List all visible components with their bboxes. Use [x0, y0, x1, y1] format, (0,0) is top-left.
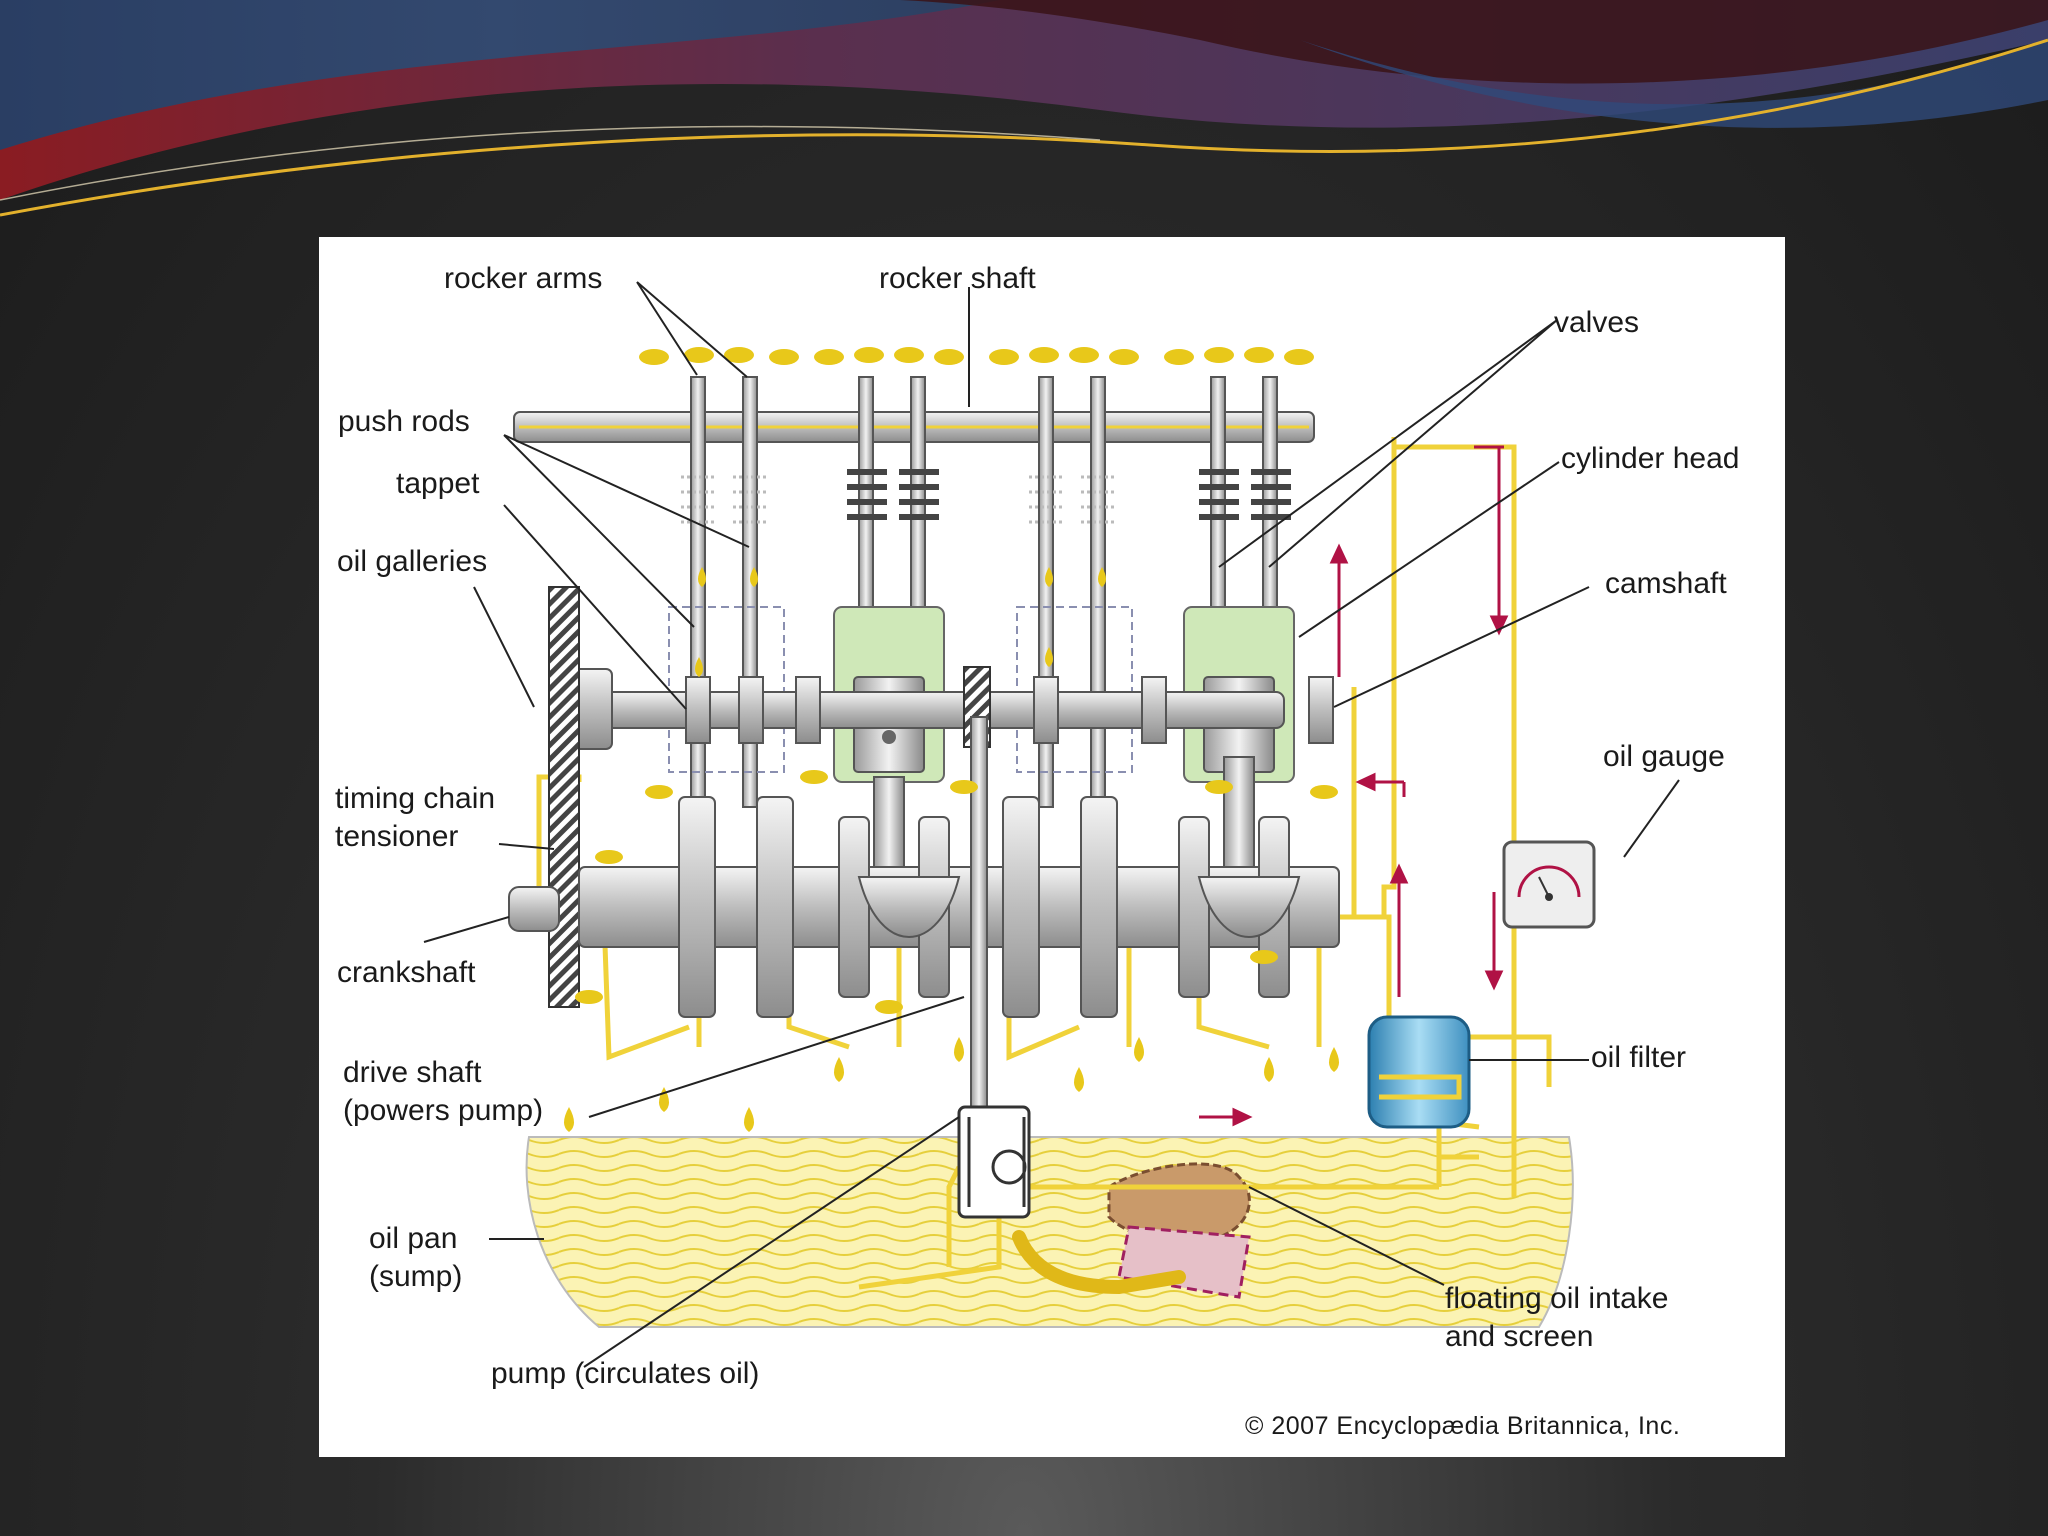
label-rocker-arms: rocker arms	[444, 260, 602, 298]
label-cylinder-head: cylinder head	[1561, 440, 1739, 478]
oil-filter-canister	[1369, 1017, 1469, 1127]
slide-header-banner	[0, 0, 2048, 240]
label-floating-oil-intake: floating oil intake	[1445, 1280, 1668, 1318]
label-oil-filter: oil filter	[1591, 1039, 1686, 1077]
oil-pan	[527, 1137, 1573, 1327]
cylinders	[834, 607, 1294, 877]
label-push-rods: push rods	[338, 403, 470, 441]
label-and-screen: and screen	[1445, 1318, 1593, 1356]
label-rocker-shaft: rocker shaft	[879, 260, 1036, 298]
label-oil-gauge: oil gauge	[1603, 738, 1725, 776]
label-oil-pan: oil pan	[369, 1220, 457, 1258]
crankshaft-body	[509, 797, 1339, 1017]
engine-lubrication-diagram: rocker arms rocker shaft valves push rod…	[319, 237, 1785, 1457]
label-powers-pump: (powers pump)	[343, 1092, 543, 1130]
oil-gauge-dial	[1504, 842, 1594, 927]
label-tappet: tappet	[396, 465, 479, 503]
label-sump: (sump)	[369, 1258, 462, 1296]
label-valves: valves	[1554, 304, 1639, 342]
label-pump: pump (circulates oil)	[491, 1355, 759, 1393]
label-drive-shaft: drive shaft	[343, 1054, 481, 1092]
copyright-notice: © 2007 Encyclopædia Britannica, Inc.	[1245, 1407, 1680, 1445]
engine-illustration	[319, 237, 1785, 1457]
timing-chain	[549, 587, 579, 1007]
label-timing-chain: timing chain	[335, 780, 495, 818]
label-crankshaft: crankshaft	[337, 954, 475, 992]
camshaft-body	[564, 692, 1284, 728]
drive-shaft	[971, 717, 987, 1137]
label-camshaft: camshaft	[1605, 565, 1727, 603]
label-oil-galleries: oil galleries	[337, 543, 487, 581]
label-tensioner: tensioner	[335, 818, 458, 856]
